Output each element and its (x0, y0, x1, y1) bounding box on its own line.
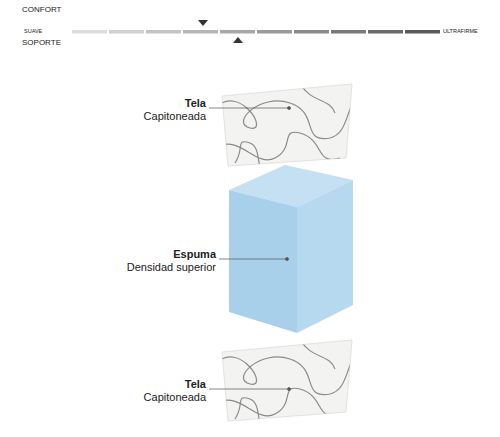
firmness-scale (72, 30, 440, 34)
part-description: Capitoneada (144, 110, 206, 122)
quilt-stitch (300, 339, 335, 369)
scale-segment (331, 30, 366, 34)
quilt-stitch (300, 83, 335, 113)
part-name: Tela (185, 378, 206, 390)
bottom-fabric (215, 339, 360, 429)
quilt-stitch (215, 132, 340, 160)
comfort-marker (198, 20, 208, 26)
scale-title: CONFORT (22, 6, 61, 15)
support-marker (233, 37, 243, 43)
scale-segment (257, 30, 292, 34)
scale-segment (368, 30, 403, 34)
quilt-stitch (215, 354, 360, 395)
quilt-stitch (215, 388, 340, 416)
scale-end-label: SUAVE (24, 28, 42, 34)
part-name: Espuma (173, 248, 216, 260)
scale-segment (294, 30, 329, 34)
foam-block (229, 165, 353, 333)
part-description: Densidad superior (127, 261, 216, 273)
scale-segment (72, 30, 107, 34)
scale-segment (183, 30, 218, 34)
part-description: Capitoneada (144, 391, 206, 403)
scale-end-label: ULTRAFIRME (443, 28, 478, 34)
scale-segment (220, 30, 255, 34)
quilt-stitch (235, 398, 265, 429)
part-name: Tela (185, 97, 206, 109)
scale-title: SOPORTE (22, 39, 61, 48)
scale-segment (109, 30, 144, 34)
quilt-stitch (235, 142, 265, 173)
scale-segment (146, 30, 181, 34)
top-fabric (215, 83, 360, 173)
scale-segment (405, 30, 440, 34)
leader-lines (209, 107, 291, 391)
quilt-stitch (215, 98, 360, 139)
